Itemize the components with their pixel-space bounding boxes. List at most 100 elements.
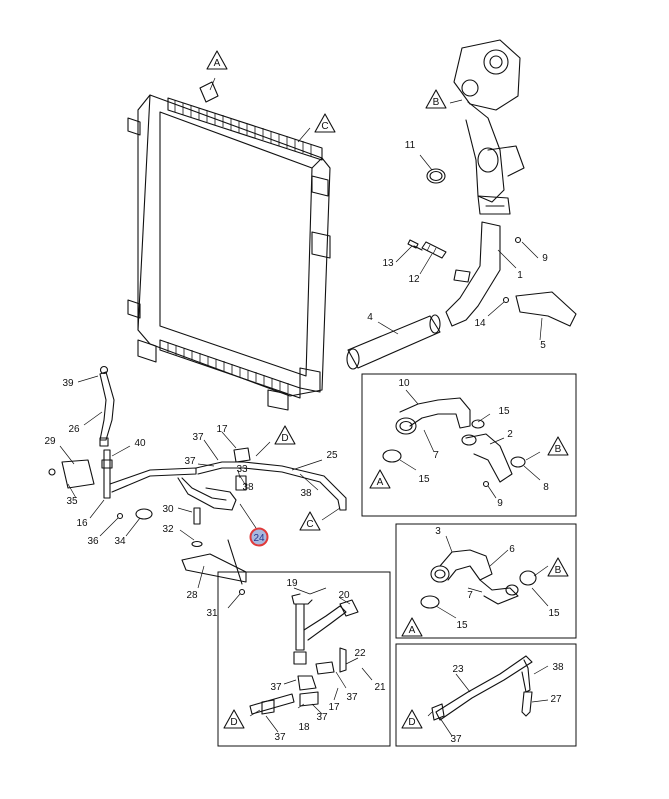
callout-25: 25 [326,450,338,461]
svg-text:A: A [377,477,384,488]
detail-box-1 [361,373,577,517]
callout-38b: 38 [300,488,312,499]
callout-2: 2 [507,429,513,440]
connector-33 [235,475,247,491]
bolt-14 [502,296,510,304]
detail-3-parts [249,587,373,733]
callout-7a: 7 [433,450,439,461]
callout-14: 14 [474,318,486,329]
svg-text:A: A [409,625,416,636]
callout-20: 20 [338,590,350,601]
detail-box-4 [395,643,577,747]
bolt-31 [238,588,246,596]
callout-3: 3 [435,526,441,537]
bracket-28 [181,553,247,583]
sleeve-12 [421,241,447,259]
callout-32: 32 [162,524,174,535]
ref-marker-d2: D [223,709,245,729]
radiator-assembly [127,81,331,411]
bracket-5 [515,291,577,327]
callout-30: 30 [162,504,174,515]
clamp-34 [135,508,153,520]
callout-6: 6 [509,544,515,555]
callout-15c: 15 [548,608,560,619]
svg-text:D: D [408,717,415,728]
washer-32 [191,540,203,548]
callout-35: 35 [66,496,78,507]
callout-38a: 38 [242,482,254,493]
callout-37c: 37 [346,692,358,703]
callout-17b: 17 [328,702,340,713]
callout-33: 33 [236,464,248,475]
ref-marker-a1: A [206,50,228,70]
callout-26: 26 [68,424,80,435]
ref-marker-b2: B [547,436,569,456]
ref-marker-b1: B [425,89,447,109]
leader-lines [59,77,543,609]
ref-marker-d1: D [274,425,296,445]
callout-18: 18 [298,722,310,733]
callout-9a: 9 [542,253,548,264]
callout-13: 13 [382,258,394,269]
callout-7b: 7 [467,590,473,601]
clip-17 [233,447,251,463]
part-24-highlight[interactable]: 24 [249,527,269,547]
callout-34: 34 [114,536,126,547]
callout-15a: 15 [498,406,510,417]
callout-21: 21 [374,682,386,693]
bolt-36 [116,512,124,520]
hose-26-assembly [99,365,115,447]
pipe-16 [103,449,111,499]
coolant-pipe-1 [445,221,501,327]
callout-4: 4 [367,312,373,323]
callout-11: 11 [405,140,416,151]
detail-box-3 [217,571,391,747]
callout-37f: 37 [274,732,286,743]
detail-1-parts [382,389,541,499]
callout-39: 39 [62,378,74,389]
callout-29: 29 [44,436,56,447]
callout-16: 16 [76,518,88,529]
callout-37g: 37 [450,734,462,745]
ref-marker-c1: C [314,113,336,133]
svg-text:A: A [214,58,221,69]
callout-38c: 38 [552,662,564,673]
detail-4-parts [427,655,549,737]
callout-12: 12 [408,274,420,285]
ref-marker-a3: A [401,617,423,637]
ref-marker-a2: A [369,469,391,489]
bolt-13 [407,239,423,251]
ref-marker-b3: B [547,557,569,577]
callout-17a: 17 [216,424,228,435]
svg-text:D: D [281,433,288,444]
ref-marker-d3: D [401,709,423,729]
callout-15d: 15 [456,620,468,631]
water-pump-housing [453,39,525,215]
svg-text:B: B [555,565,562,576]
hose-4 [346,314,441,370]
detail-box-2 [395,523,577,639]
callout-37b: 37 [184,456,196,467]
callout-22: 22 [354,648,366,659]
detail-2-parts [420,535,549,619]
bolt-30 [193,507,201,525]
svg-text:C: C [306,519,313,530]
callout-15b: 15 [418,474,430,485]
reference-markers: A C B D C A B A B D D [206,50,569,729]
svg-text:B: B [433,97,440,108]
ref-marker-c2: C [299,511,321,531]
callout-8: 8 [543,482,549,493]
callout-37d: 37 [270,682,282,693]
callout-36: 36 [87,536,99,547]
callout-31: 31 [206,608,218,619]
callout-9b: 9 [497,498,503,509]
svg-text:D: D [230,717,237,728]
callout-numbers: 11 13 12 1 9 14 5 4 39 26 40 29 35 16 36… [44,140,564,745]
callout-28: 28 [186,590,198,601]
callout-23: 23 [452,664,464,675]
callout-5: 5 [540,340,546,351]
callout-24[interactable]: 24 [253,533,265,544]
bracket-29 [61,459,95,489]
